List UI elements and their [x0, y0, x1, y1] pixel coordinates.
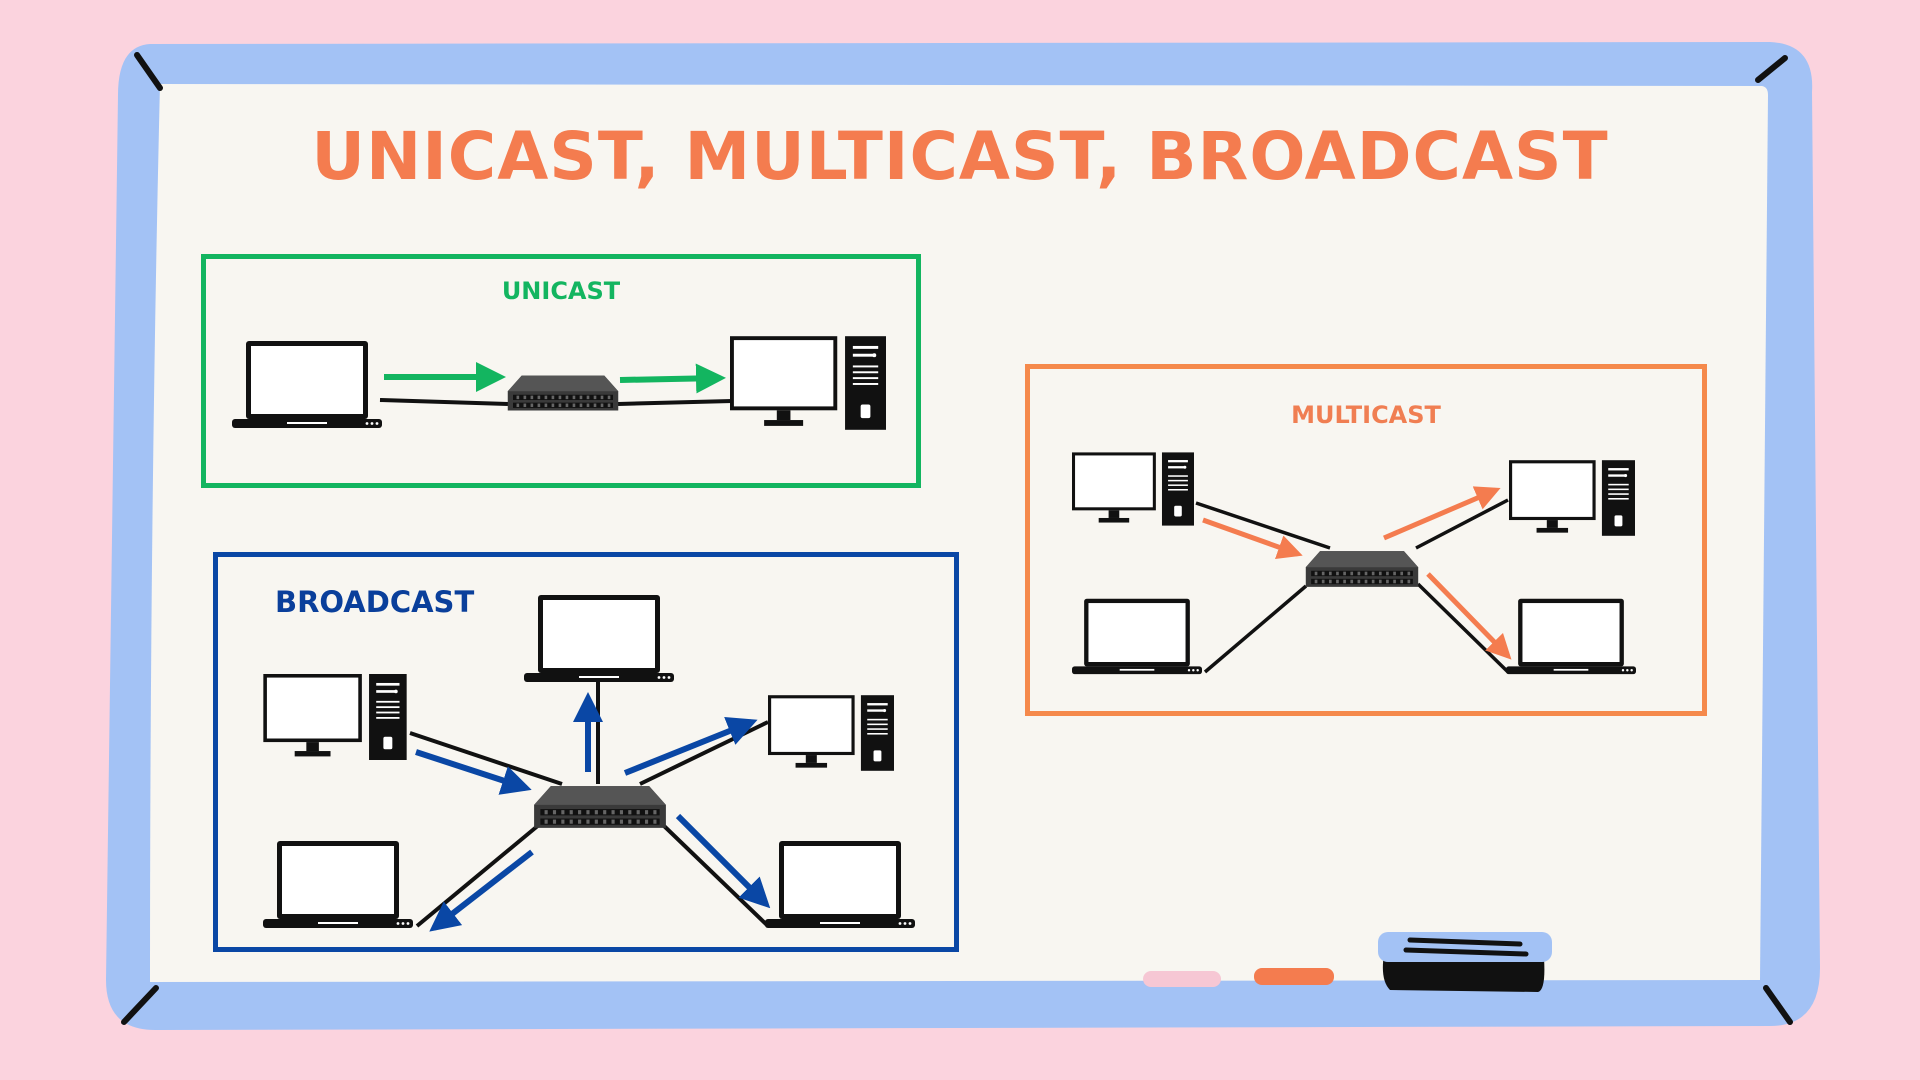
laptop-icon	[263, 841, 413, 928]
laptop-icon	[232, 341, 382, 428]
marker-orange	[1254, 968, 1334, 985]
broadcast-title: BROADCAST	[275, 585, 475, 619]
laptop-icon	[765, 841, 915, 928]
broadcast-arrows	[415, 692, 771, 932]
frame-corner-marks	[121, 52, 1793, 1025]
marker-pink	[1143, 971, 1221, 987]
laptop-icon	[1506, 598, 1636, 675]
multicast-title: MULTICAST	[1291, 401, 1441, 429]
unicast-links	[379, 398, 733, 406]
page-title: UNICAST, MULTICAST, BROADCAST	[311, 118, 1609, 195]
unicast-diagram	[232, 336, 886, 430]
unicast-arrows	[384, 362, 726, 394]
laptop-icon	[524, 595, 674, 682]
whiteboard-surface	[150, 84, 1768, 982]
multicast-panel: MULTICAST	[1025, 364, 1707, 716]
desktop-computer-icon	[1072, 452, 1194, 526]
switch-icon	[1305, 551, 1419, 587]
desktop-computer-icon	[263, 674, 407, 760]
switch-icon	[534, 786, 666, 828]
unicast-panel: UNICAST	[201, 254, 921, 488]
multicast-arrows	[1202, 486, 1512, 660]
desktop-computer-icon	[730, 336, 886, 430]
broadcast-diagram	[263, 595, 915, 932]
broadcast-panel: BROADCAST	[213, 552, 959, 952]
desktop-computer-icon	[768, 695, 894, 771]
multicast-diagram	[1072, 452, 1636, 675]
desktop-computer-icon	[1509, 460, 1635, 536]
unicast-title: UNICAST	[501, 277, 621, 305]
laptop-icon	[1072, 598, 1202, 675]
switch-icon	[507, 375, 619, 411]
eraser	[1378, 932, 1552, 992]
